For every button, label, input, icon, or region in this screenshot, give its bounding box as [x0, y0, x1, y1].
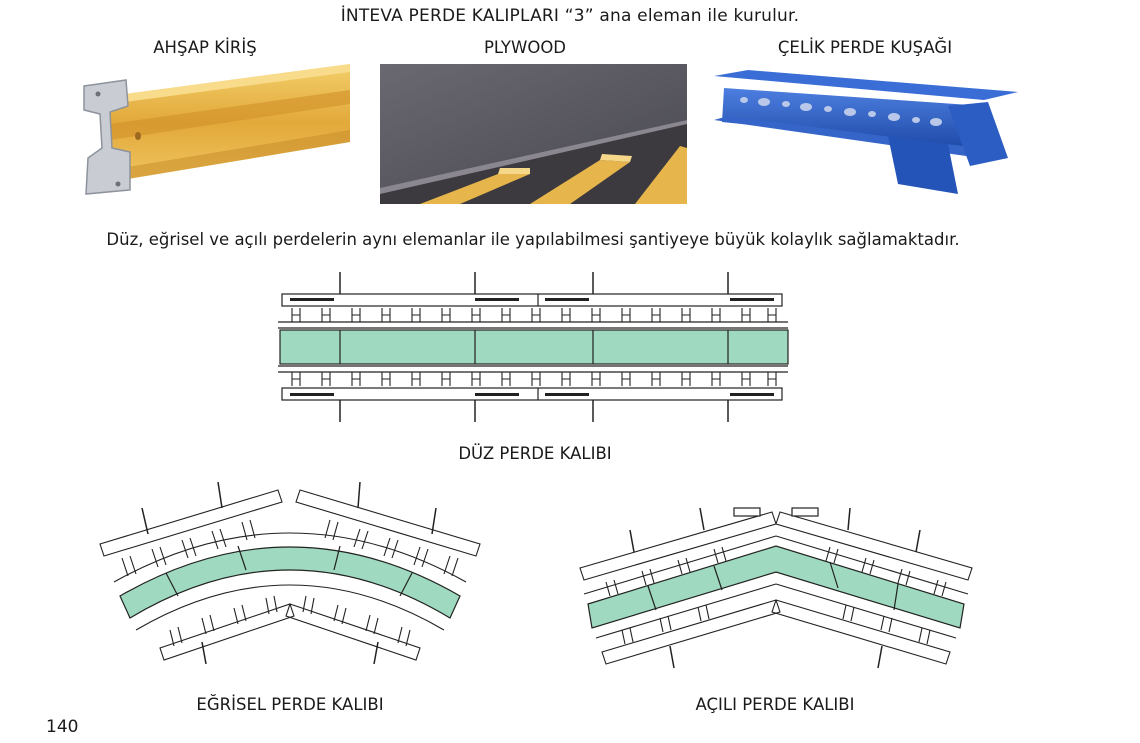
straight-formwork-diagram: [278, 272, 789, 422]
angled-formwork-diagram: [579, 507, 973, 669]
steel-waler-label: ÇELİK PERDE KUŞAĞI: [777, 38, 953, 57]
page-number: 140: [46, 717, 79, 737]
description-paragraph: Düz, eğrisel ve açılı perdelerin aynı el…: [106, 230, 960, 249]
curved-formwork-label: EĞRİSEL PERDE KALIBI: [196, 695, 384, 714]
straight-formwork-label: DÜZ PERDE KALIBI: [458, 444, 612, 463]
angled-formwork-label: AÇILI PERDE KALIBI: [695, 695, 855, 714]
curved-formwork-diagram: [99, 481, 481, 665]
timber-beam-label: AHŞAP KİRİŞ: [153, 38, 257, 57]
plywood-icon: [380, 64, 687, 204]
page-heading: İNTEVA PERDE KALIPLARI “3” ana eleman il…: [340, 6, 800, 26]
steel-waler-icon: [714, 70, 1018, 194]
timber-beam-icon: [83, 64, 350, 195]
plywood-label: PLYWOOD: [483, 38, 567, 57]
